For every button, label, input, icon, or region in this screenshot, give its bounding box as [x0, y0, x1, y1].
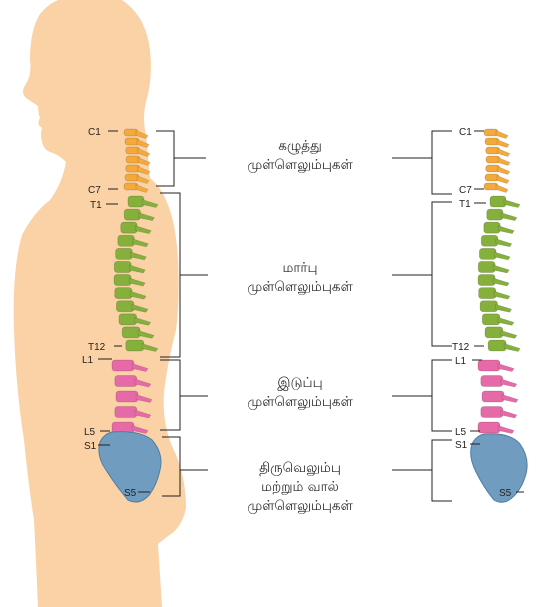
- right-cervical-spinous-process: [498, 158, 510, 166]
- left-lumbar-vertebra: [115, 407, 137, 418]
- right-label-c1: C1: [459, 127, 472, 138]
- left-thoracic-vertebra: [114, 275, 131, 286]
- sacral-region-label: திருவெலும்பு மற்றும் வால் முள்ளெலும்புகள…: [220, 459, 380, 516]
- right-label-t12: T12: [452, 342, 470, 353]
- right-lumbar-vertebra: [478, 360, 500, 371]
- right-cervical-spinous-process: [498, 149, 510, 157]
- right-thoracic-spinous-process: [504, 200, 520, 208]
- left-lumbar-vertebra: [116, 391, 138, 402]
- right-spine: [471, 129, 527, 502]
- left-thoracic-vertebra: [115, 288, 132, 299]
- thoracic-label-line1: மார்பு: [220, 259, 380, 278]
- right-thoracic-vertebra: [479, 248, 496, 259]
- cervical-label-line1: கழுத்து: [220, 137, 380, 156]
- right-thoracic-spinous-process: [504, 344, 520, 352]
- left-label-l5: L5: [84, 427, 96, 438]
- lumbar-label-line1: இடுப்பு: [220, 374, 380, 393]
- sacral-label-line3: முள்ளெலும்புகள்: [220, 497, 380, 516]
- right-cervical-spinous-process: [496, 185, 508, 193]
- right-thoracic-bracket: [392, 202, 452, 346]
- thoracic-label-line2: முள்ளெலும்புகள்: [220, 278, 380, 297]
- left-cervical-bracket: [156, 131, 206, 186]
- right-label-l1: L1: [455, 356, 467, 367]
- right-cervical-vertebrae: [484, 129, 510, 193]
- right-lumbar-spinous-process: [501, 379, 517, 387]
- left-thoracic-vertebra: [116, 301, 133, 312]
- lumbar-label-line2: முள்ளெலும்புகள்: [220, 393, 380, 412]
- right-lumbar-spinous-process: [502, 395, 518, 403]
- lumbar-region-label: இடுப்பு முள்ளெலும்புகள்: [220, 374, 380, 412]
- body-silhouette: [14, 0, 186, 607]
- cervical-label-line2: முள்ளெலும்புகள்: [220, 156, 380, 175]
- right-lumbar-vertebra: [481, 407, 503, 418]
- left-thoracic-vertebra: [128, 196, 144, 207]
- right-lumbar-vertebra: [482, 391, 504, 402]
- left-thoracic-vertebra: [116, 248, 133, 259]
- left-label-t1: T1: [90, 200, 102, 211]
- sacral-label-line1: திருவெலும்பு: [220, 459, 380, 478]
- sacral-label-line2: மற்றும் வால்: [220, 478, 380, 497]
- left-label-t12: T12: [88, 342, 106, 353]
- left-lumbar-bracket: [160, 360, 208, 430]
- right-lumbar-spinous-process: [501, 410, 517, 418]
- right-cervical-spinous-process: [496, 131, 508, 139]
- cervical-region-label: கழுத்து முள்ளெலும்புகள்: [220, 137, 380, 175]
- left-label-c1: C1: [88, 127, 101, 138]
- right-cervical-spinous-process: [498, 167, 510, 175]
- right-lumbar-bracket: [392, 360, 452, 431]
- right-cervical-spinous-process: [497, 176, 509, 184]
- right-thoracic-spinous-process: [493, 278, 509, 286]
- left-label-c7: C7: [88, 185, 101, 196]
- left-label-s5: S5: [124, 488, 137, 499]
- left-thoracic-vertebra: [118, 235, 135, 246]
- right-thoracic-spinous-process: [496, 239, 512, 247]
- right-label-s5: S5: [499, 488, 512, 499]
- left-thoracic-vertebra: [114, 261, 131, 272]
- right-lumbar-vertebra: [478, 422, 500, 433]
- right-thoracic-vertebra: [481, 235, 498, 246]
- right-thoracic-vertebra: [479, 288, 496, 299]
- right-lumbar-vertebra: [481, 376, 503, 387]
- right-thoracic-spinous-process: [496, 304, 512, 312]
- right-thoracic-vertebra: [490, 196, 506, 207]
- right-thoracic-spinous-process: [494, 252, 510, 260]
- right-lumbar-vertebrae: [478, 360, 518, 434]
- right-lumbar-spinous-process: [498, 426, 514, 434]
- right-cervical-spinous-process: [497, 140, 509, 148]
- right-thoracic-spinous-process: [501, 213, 517, 221]
- left-label-s1: S1: [84, 441, 97, 452]
- thoracic-region-label: மார்பு முள்ளெலும்புகள்: [220, 259, 380, 297]
- right-thoracic-vertebra: [478, 275, 495, 286]
- right-thoracic-spinous-process: [498, 226, 514, 234]
- right-lumbar-spinous-process: [498, 364, 514, 372]
- right-label-l5: L5: [455, 427, 467, 438]
- right-thoracic-spinous-process: [493, 265, 509, 273]
- left-thoracic-vertebra: [121, 222, 137, 233]
- right-label-s1: S1: [455, 440, 468, 451]
- right-thoracic-vertebra: [482, 314, 500, 325]
- right-label-t1: T1: [459, 199, 471, 210]
- right-thoracic-vertebra: [487, 209, 503, 220]
- right-thoracic-spinous-process: [498, 317, 514, 325]
- left-lumbar-vertebra: [112, 360, 134, 371]
- right-thoracic-vertebra: [485, 327, 503, 338]
- left-label-l1: L1: [82, 355, 94, 366]
- left-thoracic-vertebra: [119, 314, 137, 325]
- left-thoracic-vertebra: [124, 209, 140, 220]
- right-thoracic-spinous-process: [501, 330, 517, 338]
- right-thoracic-vertebra: [484, 222, 500, 233]
- right-thoracic-vertebra: [488, 340, 506, 351]
- right-cervical-bracket: [392, 131, 452, 194]
- left-thoracic-vertebra: [126, 340, 144, 351]
- right-thoracic-vertebrae: [478, 196, 520, 352]
- right-sacral-bracket: [392, 440, 452, 501]
- right-thoracic-vertebra: [480, 301, 497, 312]
- left-lumbar-vertebra: [115, 376, 137, 387]
- right-thoracic-vertebra: [478, 261, 495, 272]
- right-thoracic-spinous-process: [494, 291, 510, 299]
- left-thoracic-vertebra: [122, 327, 140, 338]
- right-label-c7: C7: [459, 185, 472, 196]
